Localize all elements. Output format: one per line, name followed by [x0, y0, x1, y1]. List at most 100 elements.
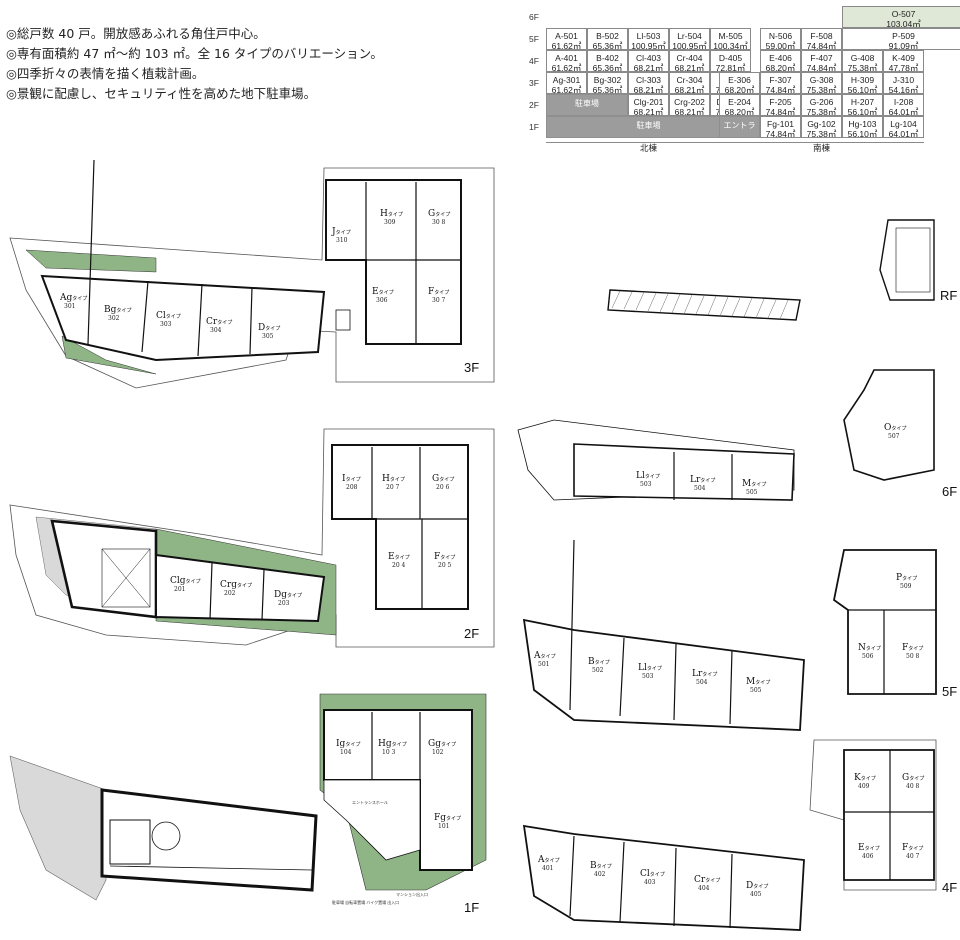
room-number: 402	[594, 871, 606, 878]
room-number: 504	[694, 485, 706, 492]
unit-name: Crg-202	[674, 97, 705, 107]
room-type-label: Fタイプ	[902, 643, 923, 653]
plan-1f-drawing: エントランスホール マンション出入口 駐車場 自転車置場 バイク置場 出入口 I…	[9, 693, 487, 905]
room-type-label: Clタイプ	[640, 869, 665, 879]
room-type-label: Fタイプ	[428, 287, 449, 297]
room-number: 403	[644, 879, 656, 886]
room-type-label: Gタイプ	[432, 474, 454, 484]
room-type-label: Eタイプ	[388, 552, 410, 562]
unit-area: 75.38㎡	[806, 129, 837, 138]
room-number: 406	[862, 853, 874, 860]
room-number: 306	[376, 297, 388, 304]
room-type-label: Pタイプ	[896, 573, 917, 583]
unit-area: 65.36㎡	[592, 63, 623, 72]
room-number: 102	[432, 749, 444, 756]
feature-list: ◎総戸数 40 戸。開放感あふれる角住戸中心。 ◎専有面積約 47 ㎡〜約 10…	[6, 24, 383, 104]
plan-rf-drawing	[607, 219, 935, 321]
room-number: 40 8	[906, 783, 920, 790]
unit-name: Cr-404	[676, 53, 703, 63]
room-number: 50 8	[906, 653, 920, 660]
floor-label-6f: 6F	[942, 484, 958, 499]
room-type-label: Mタイプ	[742, 479, 766, 489]
unit-area: 72.81㎡	[715, 63, 746, 72]
unit-area: 61.62㎡	[551, 41, 582, 50]
unit-name: B-502	[596, 31, 619, 41]
unit-area: 47.78㎡	[888, 63, 919, 72]
unit-area: 74.84㎡	[806, 41, 837, 50]
unit-area: 64.01㎡	[888, 107, 919, 116]
unit-area: 65.36㎡	[592, 41, 623, 50]
room-number: 201	[174, 586, 185, 593]
unit-area: 54.16㎡	[888, 85, 919, 94]
room-number: 505	[750, 687, 762, 694]
unit-name: M-505	[718, 31, 743, 41]
unit-area: 100.95㎡	[631, 41, 666, 50]
unit-name: P-509	[892, 31, 915, 41]
room-number: 506	[862, 653, 874, 660]
room-type-label: Lrタイプ	[690, 475, 715, 485]
room-number: 401	[542, 865, 553, 872]
unit-area: 65.36㎡	[592, 85, 623, 94]
feature-item: ◎景観に配慮し、セキュリティ性を高めた地下駐車場。	[6, 86, 317, 101]
unit-area: 61.62㎡	[551, 85, 582, 94]
unit-name: Cl-403	[635, 53, 662, 63]
room-number: 101	[438, 823, 449, 830]
unit-name: F-508	[810, 31, 833, 41]
parking-entrance-label: 駐車場 自転車置場 バイク置場 出入口	[332, 899, 399, 905]
room-number: 10 3	[382, 749, 396, 756]
plan-rf	[560, 210, 960, 330]
room-number: 409	[858, 783, 870, 790]
room-number: 509	[900, 583, 912, 590]
unit-name: A-501	[555, 31, 578, 41]
unit-name: Gg-102	[807, 119, 836, 129]
unit-area: 68.21㎡	[674, 85, 705, 94]
room-type-label: Clgタイプ	[170, 576, 201, 586]
entrance-hall-label: エントランスホール	[352, 799, 388, 805]
unit-area: 103.04㎡	[886, 19, 921, 28]
unit-area: 61.62㎡	[551, 63, 582, 72]
unit-name: O-507	[891, 9, 916, 19]
room-number: 507	[888, 433, 900, 440]
unit-area: 75.38㎡	[806, 107, 837, 116]
unit-area: 68.20㎡	[724, 85, 755, 94]
room-number: 502	[592, 667, 604, 674]
room-type-label: Aタイプ	[537, 855, 560, 865]
room-type-label: Lrタイプ	[692, 669, 717, 679]
room-number: 20 4	[392, 562, 406, 569]
room-type-label: Crタイプ	[206, 317, 232, 327]
floor-row-label: 3F	[529, 78, 539, 88]
room-number: 501	[538, 661, 549, 668]
unit-name: D-405	[718, 53, 743, 63]
room-number: 503	[642, 673, 654, 680]
unit-name: G-408	[850, 53, 875, 63]
room-type-label: Dタイプ	[258, 323, 280, 333]
feature-item: ◎総戸数 40 戸。開放感あふれる角住戸中心。	[6, 26, 266, 41]
unit-area: 68.20㎡	[724, 107, 755, 116]
room-type-label: Hタイプ	[382, 474, 405, 484]
unit-name: F-407	[810, 53, 833, 63]
room-type-label: Hgタイプ	[378, 739, 407, 749]
unit-name: K-409	[892, 53, 915, 63]
unit-area: 74.84㎡	[765, 129, 796, 138]
room-number: 20 7	[386, 484, 400, 491]
room-type-label: Llタイプ	[638, 663, 662, 673]
building-label-south: 南棟	[719, 142, 924, 154]
unit-name: Hg-103	[848, 119, 877, 129]
room-type-label: Crgタイプ	[220, 580, 252, 590]
